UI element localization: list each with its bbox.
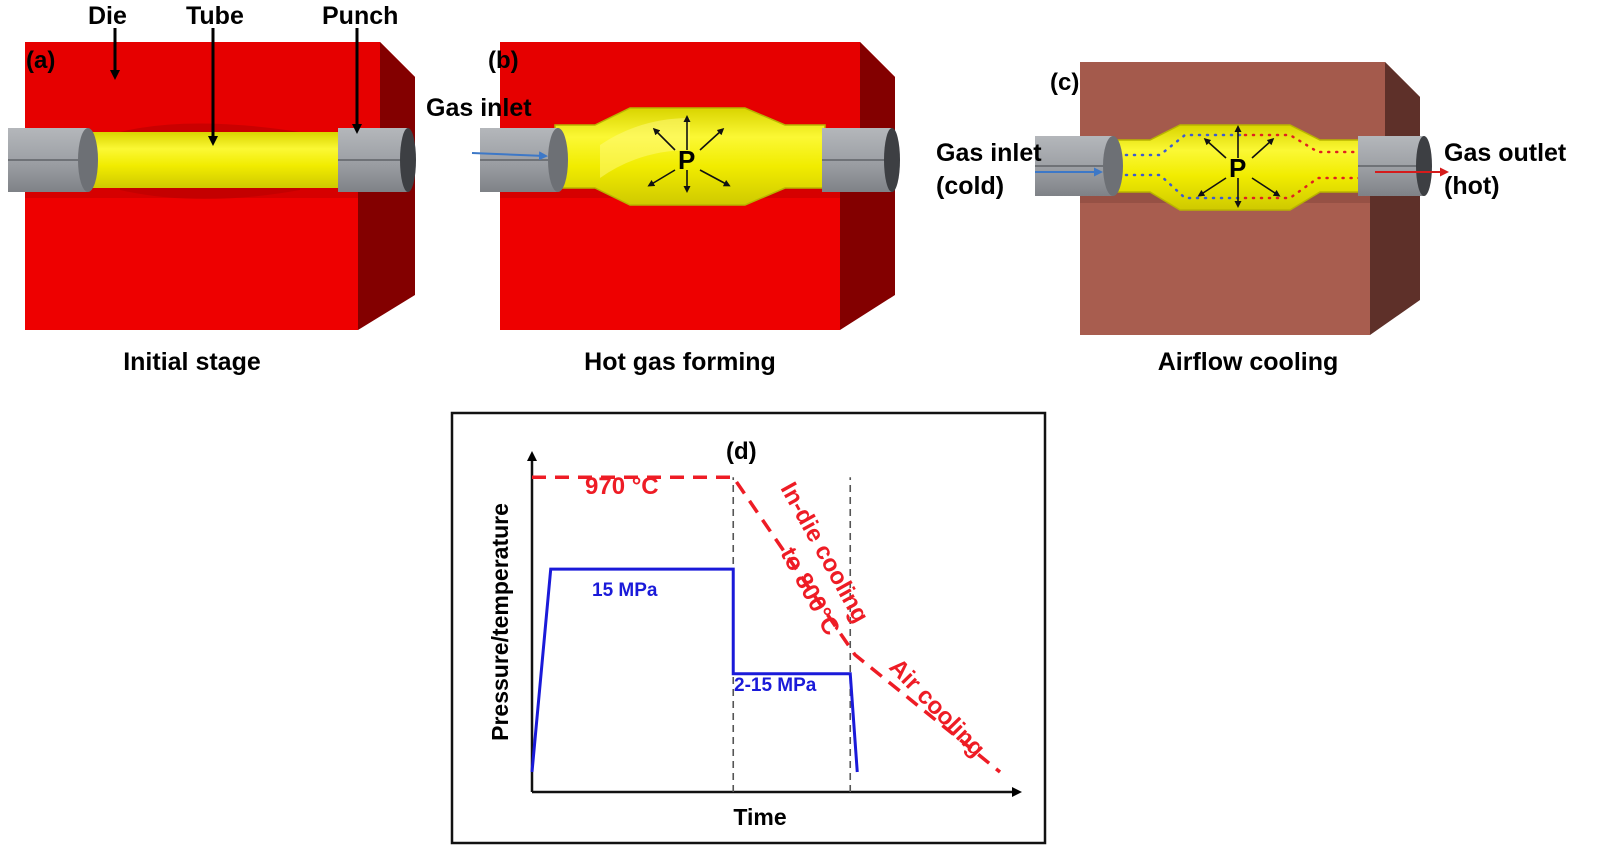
y-axis-label: Pressure/temperature	[487, 503, 513, 741]
caption-b: Hot gas forming	[584, 348, 776, 376]
gas-inlet-cold-label: (cold)	[936, 172, 1004, 200]
caption-a: Initial stage	[123, 348, 261, 376]
pressure-arrows	[647, 115, 731, 193]
die-front-face	[1080, 192, 1370, 335]
gas-outlet-hot-label: (hot)	[1444, 172, 1500, 200]
pressure-2-15mpa-label: 2-15 MPa	[734, 675, 817, 696]
tube-inner-shade	[600, 118, 690, 178]
punch-end	[884, 128, 900, 192]
panel-letter-a: (a)	[26, 47, 55, 74]
pressure-arrows	[1197, 125, 1281, 208]
die-front-face	[500, 185, 840, 330]
die-top-face	[500, 42, 895, 132]
punch-face	[1103, 136, 1123, 196]
gas-inlet-label-b: Gas inlet	[426, 94, 532, 122]
gas-outlet-label: Gas outlet	[1444, 139, 1567, 167]
pressure-15mpa-label: 15 MPa	[592, 580, 658, 601]
panel-letter-b: (b)	[488, 47, 519, 74]
punch-label: Punch	[322, 2, 398, 30]
temperature-970-label: 970 °C	[585, 473, 659, 500]
chart-series	[530, 475, 1002, 774]
die-label: Die	[88, 2, 127, 30]
cold-airflow-dots	[1108, 133, 1242, 200]
panel-b: P Gas inlet (b) Hot gas forming	[426, 42, 900, 376]
punch-face	[78, 128, 98, 192]
panel-d-chart: (d) 970 °C In-die cooling to 800°C Air c…	[450, 411, 1047, 845]
panel-letter-d: (d)	[726, 438, 757, 465]
panel-letter-c: (c)	[1050, 69, 1079, 96]
die-top-face	[1080, 62, 1420, 140]
gas-inlet-arrow	[471, 151, 548, 161]
x-axis-label: Time	[733, 804, 786, 830]
panel-a: Die Tube Punch (a) Initial stage	[8, 2, 416, 376]
die-side-face	[1370, 62, 1420, 335]
pressure-series-line	[530, 567, 859, 773]
pressure-symbol-b: P	[678, 145, 695, 175]
punch-end	[400, 128, 416, 192]
die-front-face	[25, 185, 358, 330]
caption-c: Airflow cooling	[1158, 348, 1339, 376]
punch-face	[548, 128, 568, 192]
panel-c: P Gas inlet (cold) Gas outlet (hot) (c) …	[936, 62, 1567, 376]
die-top-face	[25, 42, 415, 132]
tube-label: Tube	[186, 2, 244, 30]
chart-frame	[450, 411, 1047, 845]
gas-inlet-label-c: Gas inlet	[936, 139, 1042, 167]
pressure-symbol-c: P	[1229, 153, 1246, 183]
punch-end	[1416, 136, 1432, 196]
temperature-series-line	[532, 475, 1002, 774]
